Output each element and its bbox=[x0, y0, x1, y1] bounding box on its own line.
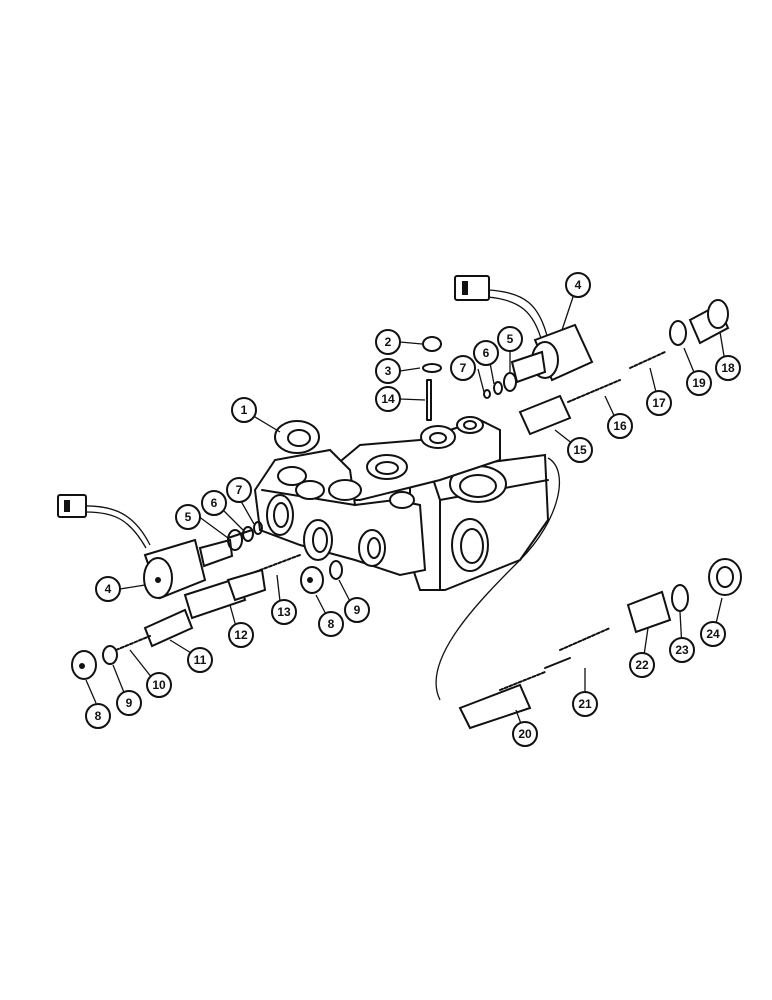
svg-text:8: 8 bbox=[95, 709, 102, 723]
callout-4-right: 4 bbox=[565, 272, 591, 298]
left-spool-parts bbox=[115, 529, 301, 651]
svg-text:12: 12 bbox=[234, 628, 248, 642]
upper-small-parts bbox=[422, 336, 442, 421]
callout-16: 16 bbox=[607, 413, 633, 439]
callout-10: 10 bbox=[146, 672, 172, 698]
callout-1: 1 bbox=[231, 397, 257, 423]
svg-text:1: 1 bbox=[241, 403, 248, 417]
callout-9-left: 9 bbox=[116, 690, 142, 716]
svg-text:23: 23 bbox=[675, 643, 689, 657]
callout-22: 22 bbox=[629, 652, 655, 678]
callout-20: 20 bbox=[512, 721, 538, 747]
svg-text:5: 5 bbox=[185, 510, 192, 524]
svg-text:8: 8 bbox=[328, 617, 335, 631]
callout-24: 24 bbox=[700, 621, 726, 647]
svg-text:9: 9 bbox=[126, 696, 133, 710]
callout-14: 14 bbox=[375, 386, 401, 412]
right-solenoid bbox=[454, 275, 594, 384]
svg-text:6: 6 bbox=[211, 496, 218, 510]
right-spool-parts bbox=[518, 299, 730, 436]
svg-text:11: 11 bbox=[194, 653, 207, 667]
svg-text:19: 19 bbox=[692, 376, 706, 390]
svg-text:3: 3 bbox=[385, 364, 392, 378]
left-plugs bbox=[71, 560, 343, 680]
callout-8-mid: 8 bbox=[318, 611, 344, 637]
lower-right-assembly bbox=[435, 457, 742, 730]
svg-text:15: 15 bbox=[573, 443, 587, 457]
callout-5-right: 5 bbox=[497, 326, 523, 352]
callout-13: 13 bbox=[271, 599, 297, 625]
callout-17: 17 bbox=[646, 390, 672, 416]
callout-7-right: 7 bbox=[450, 355, 476, 381]
svg-text:14: 14 bbox=[381, 392, 395, 406]
svg-text:7: 7 bbox=[236, 483, 243, 497]
callout-7-left: 7 bbox=[226, 477, 252, 503]
callout-18: 18 bbox=[715, 355, 741, 381]
callout-19: 19 bbox=[686, 370, 712, 396]
callout-2: 2 bbox=[375, 329, 401, 355]
svg-text:9: 9 bbox=[354, 603, 361, 617]
svg-text:7: 7 bbox=[460, 361, 467, 375]
callout-21: 21 bbox=[572, 691, 598, 717]
svg-text:18: 18 bbox=[721, 361, 735, 375]
svg-text:17: 17 bbox=[652, 396, 666, 410]
left-o-rings bbox=[227, 521, 263, 551]
callout-4-left: 4 bbox=[95, 576, 121, 602]
svg-text:2: 2 bbox=[385, 335, 392, 349]
callout-9-mid: 9 bbox=[344, 597, 370, 623]
svg-text:13: 13 bbox=[277, 605, 291, 619]
callout-3: 3 bbox=[375, 358, 401, 384]
callout-12: 12 bbox=[228, 622, 254, 648]
callout-5-left: 5 bbox=[175, 504, 201, 530]
svg-text:6: 6 bbox=[483, 346, 490, 360]
svg-text:20: 20 bbox=[518, 727, 532, 741]
svg-text:4: 4 bbox=[575, 278, 582, 292]
svg-text:16: 16 bbox=[613, 419, 627, 433]
svg-text:5: 5 bbox=[507, 332, 514, 346]
svg-text:4: 4 bbox=[105, 582, 112, 596]
callout-23: 23 bbox=[669, 637, 695, 663]
callout-8-left: 8 bbox=[85, 703, 111, 729]
svg-text:10: 10 bbox=[152, 678, 166, 692]
svg-text:24: 24 bbox=[706, 627, 720, 641]
callout-11: 11 bbox=[187, 647, 213, 673]
valve-body bbox=[253, 416, 550, 591]
callout-6-left: 6 bbox=[201, 490, 227, 516]
callout-15: 15 bbox=[567, 437, 593, 463]
svg-text:21: 21 bbox=[578, 697, 592, 711]
callout-6-right: 6 bbox=[473, 340, 499, 366]
right-o-rings bbox=[483, 372, 517, 399]
left-solenoid bbox=[57, 494, 234, 600]
svg-text:22: 22 bbox=[635, 658, 649, 672]
